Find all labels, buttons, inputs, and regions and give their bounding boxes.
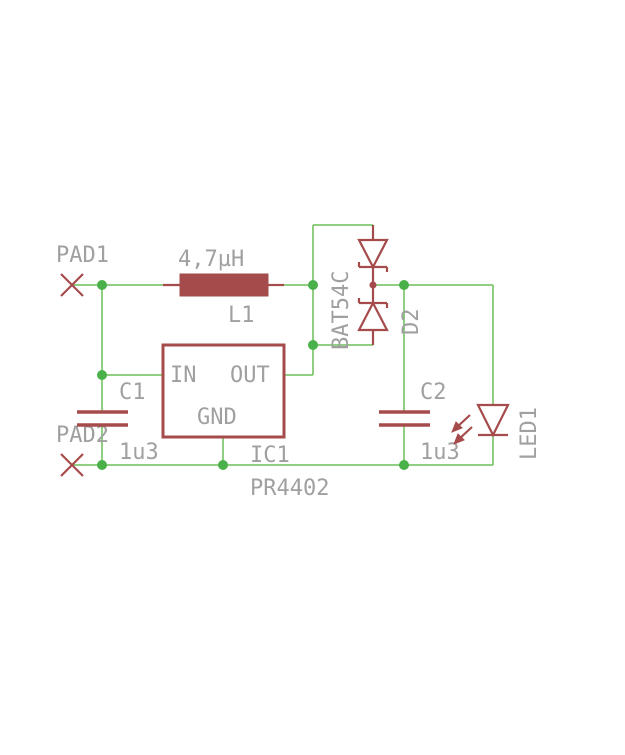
ic1-name-label: IC1 [250,443,290,468]
junction-dot [97,370,107,380]
ic1: IN OUT GND IC1 PR4402 [161,343,329,501]
c2-name-label: C2 [420,380,447,405]
led1-name-label: LED1 [517,407,542,460]
led1: LED1 [451,403,542,460]
pad2-label: PAD2 [56,423,109,448]
ic1-body [161,343,286,439]
junction-dot [308,280,318,290]
pad1-cross-icon [60,273,84,297]
diode-d2: BAT54C D2 [329,225,424,350]
junction-dot [308,340,318,350]
l1-value-label: 4,7µH [178,247,244,272]
pad2: PAD2 [56,423,109,477]
inductor-body [179,273,269,297]
led1-light-arrows-icon [451,414,473,445]
pad1-label: PAD1 [56,243,109,268]
d2-name-label: D2 [399,309,424,336]
ic1-gnd-pin-label: GND [197,405,237,430]
junction-dot [97,280,107,290]
wires [72,224,494,466]
capacitor-c1: C1 1u3 [77,380,159,465]
junction-dot [399,280,409,290]
pad1: PAD1 [56,243,109,297]
c1-value-label: 1u3 [119,440,159,465]
ic1-in-pin-label: IN [170,363,197,388]
pad2-cross-icon [60,453,84,477]
d2-upper-diode-icon [357,238,389,270]
junction-dot [399,460,409,470]
capacitor-c2: C2 1u3 [379,380,460,465]
l1-name-label: L1 [228,303,255,328]
c1-name-label: C1 [119,380,146,405]
junction-dot [97,460,107,470]
junctions [97,280,409,470]
junction-dot [218,460,228,470]
inductor-l1: 4,7µH L1 [163,247,284,328]
ic1-value-label: PR4402 [250,476,329,501]
ic1-out-pin-label: OUT [230,363,270,388]
d2-value-label: BAT54C [329,271,354,350]
c2-value-label: 1u3 [420,440,460,465]
d2-lower-diode-icon [357,300,389,332]
led1-diode-icon [476,403,510,438]
